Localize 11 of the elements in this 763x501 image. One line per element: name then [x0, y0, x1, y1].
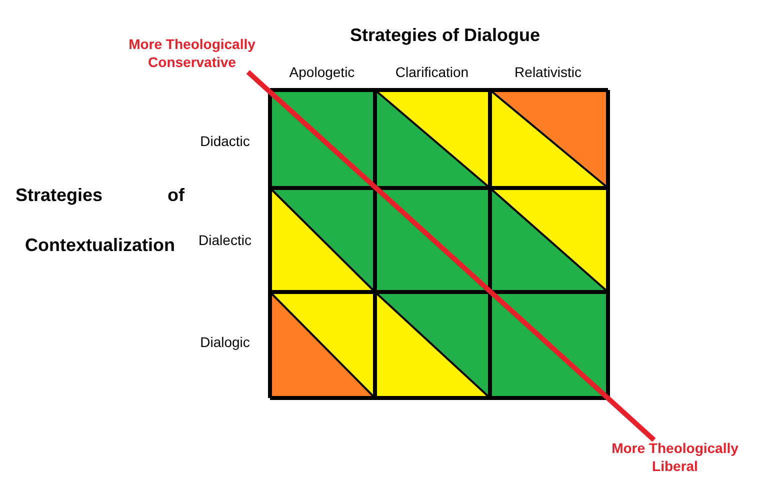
axis-title: Strategies of Contextualization: [14, 184, 186, 258]
axis-title: Strategies of Dialogue: [348, 24, 542, 46]
column-header: Relativistic: [514, 64, 582, 82]
row-header: Dialogic: [199, 334, 251, 352]
row-header: Dialectic: [198, 232, 252, 250]
axis-end-label: More Theologically Liberal: [596, 440, 754, 475]
column-header: Apologetic: [288, 64, 356, 82]
spectrum-line: [246, 70, 656, 442]
column-header: Clarification: [394, 64, 470, 82]
row-header: Didactic: [199, 133, 251, 150]
axis-end-label: More Theologically Conservative: [112, 36, 272, 71]
